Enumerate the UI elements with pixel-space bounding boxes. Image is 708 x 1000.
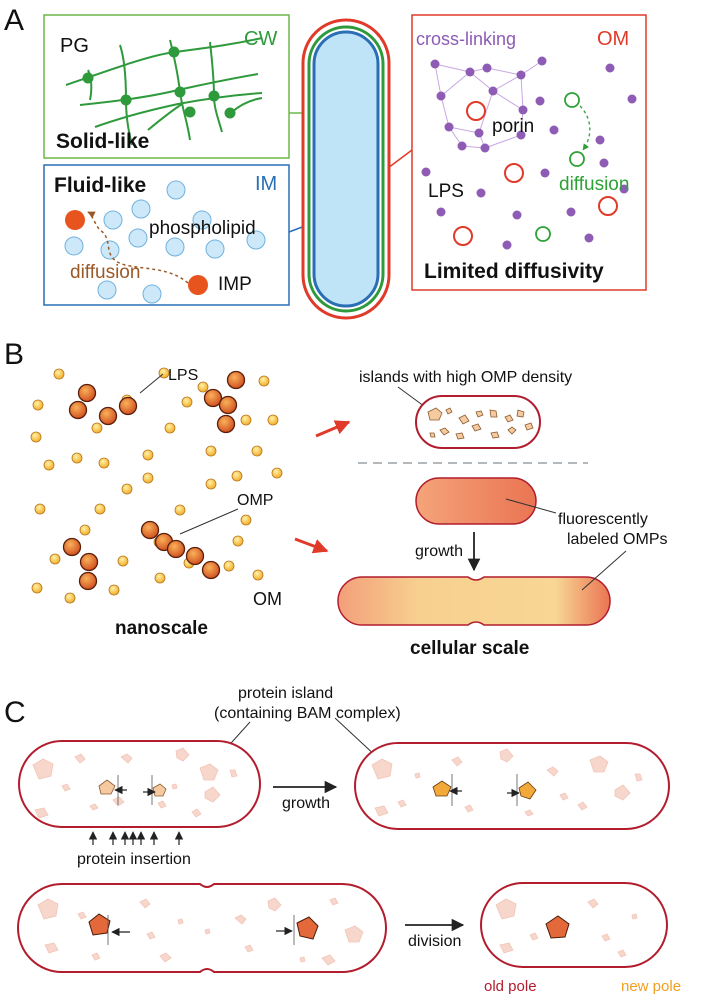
new-pole-label: new pole: [621, 978, 681, 995]
cross-linking-label: cross-linking: [416, 29, 516, 49]
diffusing-porin: [535, 92, 585, 242]
imp-protein: [188, 275, 208, 295]
panel-b-letter: B: [4, 338, 24, 371]
omp-large-dots: [62, 370, 246, 591]
arrow-to-cellular: [294, 537, 329, 554]
fluor-label-1: fluorescently: [558, 511, 648, 528]
om-label-b: OM: [253, 589, 282, 609]
om-box: cross-linking OM: [411, 14, 647, 291]
panel-a-letter: A: [4, 4, 24, 37]
porin-label: porin: [492, 116, 534, 137]
fluid-like-caption: Fluid-like: [54, 174, 146, 197]
om-diffusion-arrow: [579, 105, 591, 151]
old-island-right-3: [296, 916, 319, 940]
fluor-leader-top: [505, 498, 557, 514]
om-connector: [387, 149, 413, 169]
cw-box: PG CW Solid-like: [43, 14, 290, 159]
nanoscale-membrane: LPS OMP OM nanoscale: [30, 367, 283, 639]
om-diffusion-label: diffusion: [559, 174, 629, 195]
insertion-arrows: [88, 831, 184, 845]
phospholipid-label: phospholipid: [149, 218, 256, 239]
limited-diffusivity-caption: Limited diffusivity: [424, 260, 604, 283]
omp-label: OMP: [237, 492, 273, 509]
old-pole-label: old pole: [484, 978, 537, 995]
fluor-leader-bottom: [581, 550, 627, 591]
phospholipid-dots: [64, 180, 266, 304]
lps-leader-b: [139, 373, 164, 394]
islands-label: islands with high OMP density: [359, 369, 572, 386]
lps-label-a: LPS: [428, 181, 464, 202]
crosslink-nodes: [82, 46, 236, 119]
cellular-scale-caption: cellular scale: [410, 638, 529, 659]
daughter-cell: [480, 882, 668, 968]
lps-label-b: LPS: [168, 367, 198, 384]
panel-b: B: [4, 338, 668, 659]
protein-island-label-2: (containing BAM complex): [214, 705, 401, 722]
old-island-daughter: [545, 915, 570, 939]
bacterium-cross-section: [301, 18, 391, 320]
solid-like-caption: Solid-like: [56, 130, 149, 153]
im-tag: IM: [255, 173, 277, 195]
island-leader-right: [334, 717, 379, 759]
growth-label-b: growth: [415, 543, 463, 560]
dividing-cell-c: [17, 883, 387, 973]
om-tag: OM: [597, 28, 629, 50]
new-island-right-2: [518, 781, 537, 800]
protein-island-label-1: protein island: [238, 685, 333, 702]
new-island-left-2: [432, 780, 452, 797]
panel-a: A PG CW: [4, 4, 647, 320]
division-label: division: [408, 933, 461, 950]
fluor-label-2: labeled OMPs: [567, 531, 668, 548]
panel-c: C protein island (containing BAM complex…: [4, 685, 681, 995]
nanoscale-caption: nanoscale: [115, 618, 208, 639]
dividing-cell-b: [337, 576, 611, 626]
panel-c-letter: C: [4, 696, 26, 729]
im-diffusion-path: [87, 211, 189, 284]
cell-after-growth: [354, 742, 670, 830]
cell-before-growth: [18, 740, 261, 828]
imp-protein-moved: [65, 210, 85, 230]
pg-label: PG: [60, 35, 89, 57]
protein-insertion-label: protein insertion: [77, 851, 191, 868]
im-diffusion-label: diffusion: [70, 262, 140, 283]
imp-label: IMP: [218, 274, 252, 295]
lps-dots: [421, 56, 637, 250]
lps-small-dots: [30, 367, 283, 604]
island-cell: islands with high OMP density: [359, 369, 572, 449]
arrow-to-islands: [315, 420, 351, 438]
old-island-left-3: [88, 913, 111, 936]
im-box: Fluid-like IM phospholipid diffusion: [43, 164, 290, 306]
omp-leader: [179, 508, 239, 535]
omp-islands: [427, 407, 534, 440]
new-island-left-1: [98, 779, 116, 795]
porin-circles: [453, 101, 618, 246]
labeled-cell: fluorescently labeled OMPs growth cellul…: [337, 477, 668, 659]
growth-label-c: growth: [282, 795, 330, 812]
